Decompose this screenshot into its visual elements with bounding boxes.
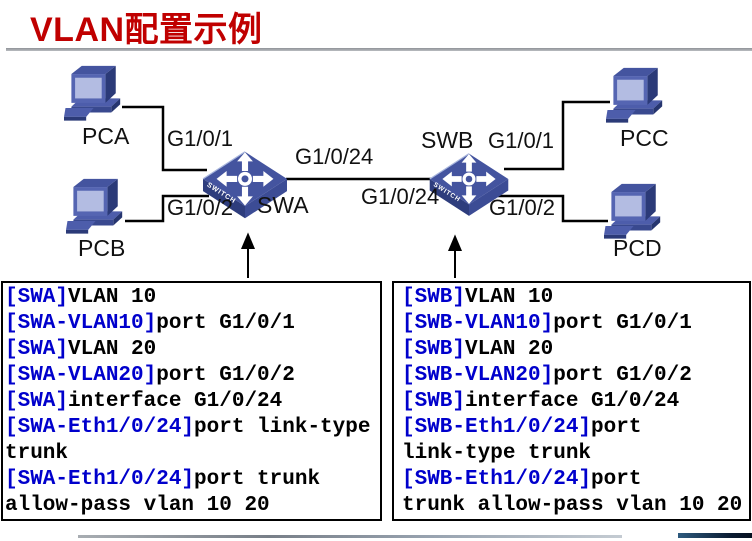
config-command: VLAN 20	[68, 338, 157, 361]
callout-arrowhead-swb	[447, 234, 463, 251]
config-line: [SWA-Eth1/0/24]port link-type	[5, 415, 380, 441]
port-label-swb-g1024: G1/0/24	[361, 184, 440, 209]
swb-label: SWB	[421, 127, 474, 153]
config-prompt: [SWB-VLAN20]	[402, 364, 554, 387]
config-line: [SWA]VLAN 10	[5, 285, 380, 311]
swa-label: SWA	[257, 192, 309, 218]
config-command: port G1/0/2	[156, 364, 295, 387]
config-line: [SWB-Eth1/0/24]port	[402, 415, 749, 441]
footer-bar-gray	[78, 535, 622, 538]
config-command: VLAN 10	[465, 286, 554, 309]
link-swb-pcd	[486, 194, 608, 223]
config-line: [SWA-VLAN10]port G1/0/1	[5, 311, 380, 337]
footer-bar-navy	[678, 533, 752, 538]
config-prompt: [SWA-Eth1/0/24]	[5, 468, 195, 491]
config-line: [SWA]VLAN 20	[5, 337, 380, 363]
pca-computer-icon	[64, 62, 132, 126]
config-command: link-type trunk	[402, 442, 592, 465]
config-prompt: [SWA-Eth1/0/24]	[5, 416, 195, 439]
port-label-swa-g101: G1/0/1	[167, 126, 234, 151]
config-command: port	[591, 416, 642, 439]
config-line: [SWA]interface G1/0/24	[5, 389, 380, 415]
config-prompt: [SWB]	[402, 286, 466, 309]
link-swb-pcc	[504, 100, 610, 171]
port-label-swb-g102: G1/0/2	[489, 195, 556, 220]
config-command: port link-type	[194, 416, 371, 439]
config-prompt: [SWA]	[5, 286, 69, 309]
swa-config-box: [SWA]VLAN 10[SWA-VLAN10]port G1/0/1[SWA]…	[1, 281, 382, 521]
config-line: trunk allow-pass vlan 10 20	[402, 493, 749, 519]
config-command: allow-pass vlan 10 20	[5, 494, 270, 517]
config-line: allow-pass vlan 10 20	[5, 493, 380, 519]
swb-config-box: [SWB]VLAN 10[SWB-VLAN10]port G1/0/1[SWB]…	[392, 281, 751, 521]
pcc-label: PCC	[620, 125, 669, 151]
config-command: port G1/0/1	[553, 312, 692, 335]
config-prompt: [SWB-Eth1/0/24]	[402, 416, 592, 439]
pca-label: PCA	[82, 123, 130, 149]
config-command: trunk allow-pass vlan 10 20	[402, 494, 743, 517]
config-line: [SWA-VLAN20]port G1/0/2	[5, 363, 380, 389]
config-line: trunk	[5, 441, 380, 467]
pcd-label: PCD	[613, 235, 662, 261]
page-title: VLAN配置示例	[30, 11, 263, 49]
config-prompt: [SWB]	[402, 390, 466, 413]
pcc-computer-icon	[606, 64, 674, 128]
port-label-swa-g1024: G1/0/24	[295, 144, 374, 169]
config-command: trunk	[5, 442, 69, 465]
pcb-label: PCB	[78, 235, 126, 261]
config-command: port G1/0/2	[553, 364, 692, 387]
config-command: VLAN 10	[68, 286, 157, 309]
port-label-swb-g101: G1/0/1	[488, 128, 555, 153]
config-command: port	[591, 468, 642, 491]
config-command: interface G1/0/24	[465, 390, 680, 413]
config-prompt: [SWB-VLAN10]	[402, 312, 554, 335]
config-prompt: [SWB]	[402, 338, 466, 361]
config-line: [SWA-Eth1/0/24]port trunk	[5, 467, 380, 493]
config-line: [SWB]VLAN 10	[402, 285, 749, 311]
config-line: [SWB-VLAN10]port G1/0/1	[402, 311, 749, 337]
config-command: port trunk	[194, 468, 321, 491]
config-command: interface G1/0/24	[68, 390, 283, 413]
config-prompt: [SWA]	[5, 338, 69, 361]
link-pca-swa	[122, 105, 207, 172]
link-pcb-swa	[125, 194, 209, 223]
config-line: [SWB]VLAN 20	[402, 337, 749, 363]
config-line: [SWB]interface G1/0/24	[402, 389, 749, 415]
config-command: port G1/0/1	[156, 312, 295, 335]
config-prompt: [SWA]	[5, 390, 69, 413]
title-divider	[6, 48, 752, 51]
config-prompt: [SWA-VLAN10]	[5, 312, 157, 335]
config-line: [SWB-VLAN20]port G1/0/2	[402, 363, 749, 389]
config-line: [SWB-Eth1/0/24]port	[402, 467, 749, 493]
pcb-computer-icon	[66, 175, 134, 239]
callout-arrowhead-swa	[240, 232, 256, 249]
config-line: link-type trunk	[402, 441, 749, 467]
config-command: VLAN 20	[465, 338, 554, 361]
port-label-swa-g102: G1/0/2	[167, 195, 234, 220]
config-prompt: [SWA-VLAN20]	[5, 364, 157, 387]
config-prompt: [SWB-Eth1/0/24]	[402, 468, 592, 491]
